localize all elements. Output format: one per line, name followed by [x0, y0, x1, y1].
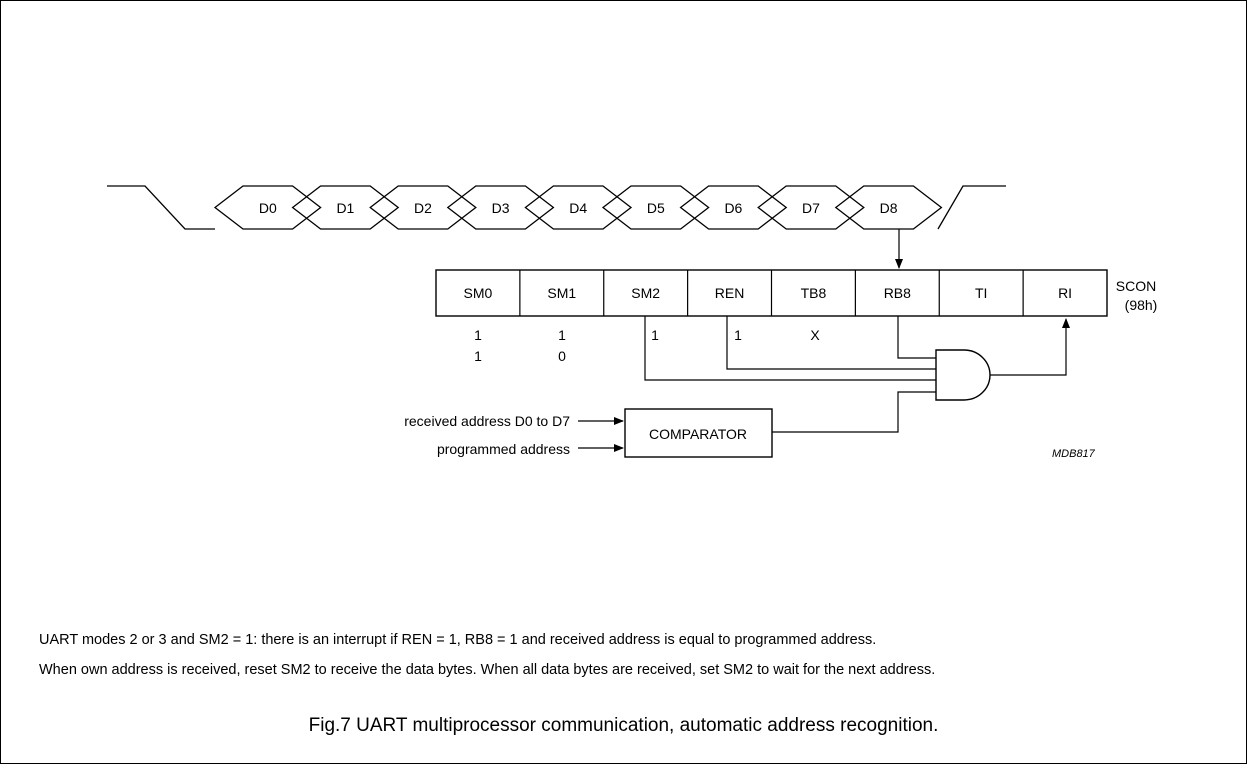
sm2-value: 1 [651, 327, 659, 343]
bit-label-d8: D8 [880, 200, 898, 216]
bit-label-d0: D0 [259, 200, 277, 216]
bit-cell-d7 [757, 185, 865, 230]
register-cell-ti: TI [975, 285, 987, 301]
register-cell-rb8: RB8 [884, 285, 911, 301]
comparator-input-programmed: programmed address [437, 441, 570, 457]
bit-cell-d3 [446, 185, 555, 230]
bit-label-d5: D5 [647, 200, 665, 216]
bit-label-d1: D1 [336, 200, 354, 216]
register-cell-sm1: SM1 [547, 285, 576, 301]
and-to-ri-arrow [990, 318, 1070, 376]
bit-cell-d4 [524, 185, 633, 230]
sm2-wire [644, 316, 936, 381]
register-values: 1 1 1 0 1 1 X [474, 327, 820, 364]
register-cell-tb8: TB8 [801, 285, 827, 301]
tb8-value: X [810, 327, 820, 343]
register-cell-ren: REN [715, 285, 745, 301]
sm1-value-row1: 1 [558, 327, 566, 343]
bit-label-d2: D2 [414, 200, 432, 216]
bit-cell-d6 [679, 185, 788, 230]
figure-code: MDB817 [1052, 448, 1096, 460]
ren-value: 1 [734, 327, 742, 343]
register-name: SCON [1116, 278, 1156, 294]
bit-label-d6: D6 [724, 200, 742, 216]
stop-bit-line [937, 185, 1006, 230]
start-bit-line [107, 185, 215, 230]
register-cell-sm0: SM0 [464, 285, 493, 301]
bit-label-d4: D4 [569, 200, 587, 216]
register-address: (98h) [1125, 297, 1158, 313]
ren-wire [726, 316, 936, 370]
and-gate [935, 349, 991, 401]
note-line-2: When own address is received, reset SM2 … [39, 662, 936, 678]
register-cell-sm2: SM2 [631, 285, 660, 301]
note-line-1: UART modes 2 or 3 and SM2 = 1: there is … [39, 632, 877, 648]
sm0-value-row2: 1 [474, 348, 482, 364]
sm1-value-row2: 0 [558, 348, 566, 364]
bit-cell-d5 [601, 185, 710, 230]
bit-label-d3: D3 [492, 200, 510, 216]
figure-caption: Fig.7 UART multiprocessor communication,… [308, 715, 939, 736]
sm0-value-row1: 1 [474, 327, 482, 343]
bit-label-d7: D7 [802, 200, 820, 216]
serial-waveform [107, 185, 1006, 230]
bit-cell-d2 [369, 185, 477, 230]
bit-cell-d0 [213, 185, 322, 230]
comparator-box [624, 408, 773, 458]
comparator-wire [772, 391, 936, 433]
comparator-label: COMPARATOR [649, 426, 747, 442]
register-cell-ri: RI [1058, 285, 1072, 301]
scon-register: SM0 SM1 SM2 REN TB8 RB8 TI RI [435, 269, 1108, 317]
bit-cell-d1 [291, 185, 400, 230]
bit-cell-d8 [834, 185, 943, 230]
and-gate-inputs [644, 316, 936, 433]
rb8-wire [897, 316, 936, 359]
comparator-input-received: received address D0 to D7 [404, 413, 570, 429]
